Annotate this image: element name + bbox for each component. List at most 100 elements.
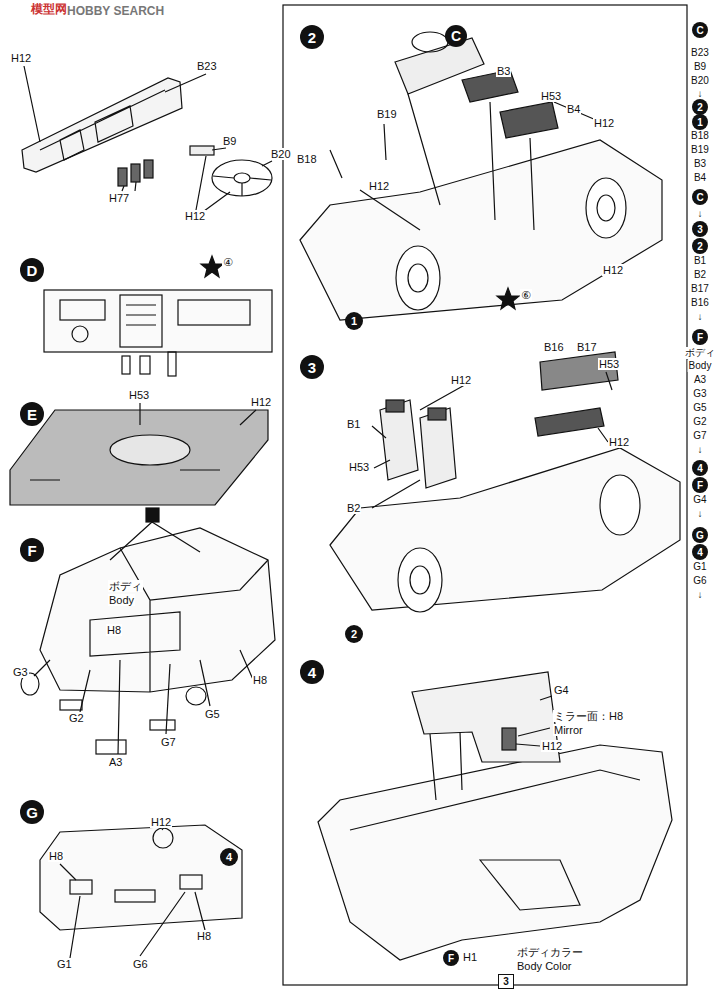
part-label: G5 — [692, 402, 707, 414]
line-art — [190, 146, 214, 155]
line-art — [428, 408, 446, 420]
page-number-box: 3 — [498, 974, 514, 989]
part-label: B19 — [376, 108, 398, 120]
line-art — [234, 173, 250, 183]
line-art — [22, 78, 182, 172]
part-label: B16 — [543, 341, 565, 353]
line-art — [34, 522, 255, 754]
step-circle: C — [445, 25, 467, 47]
step-circle: 2 — [345, 625, 363, 643]
step-circle: F — [443, 950, 459, 966]
line-art — [380, 400, 418, 480]
part-label: B23 — [196, 60, 218, 72]
part-label: H8 — [252, 674, 268, 686]
step-label: G — [696, 530, 704, 541]
part-label: B3 — [496, 65, 511, 77]
part-label: G2 — [692, 416, 707, 428]
part-label: H53 — [540, 90, 562, 102]
part-label: H8 — [48, 850, 64, 862]
line-art — [372, 372, 612, 508]
line-art — [412, 32, 448, 52]
line-art — [131, 164, 140, 182]
part-label: ↓ — [697, 444, 704, 456]
line-art — [118, 168, 127, 186]
part-label: G6 — [132, 958, 149, 970]
step-circle: 1 — [692, 114, 708, 130]
step-label: 4 — [226, 851, 232, 863]
part-label: H12 — [184, 210, 206, 222]
step-circle: 3 — [692, 221, 708, 237]
part-label: ↓ — [697, 208, 704, 220]
line-art — [350, 770, 640, 910]
line-art — [44, 290, 272, 352]
step-label: 2 — [308, 29, 316, 46]
part-group — [330, 352, 680, 612]
step-label: F — [27, 542, 36, 559]
line-art — [90, 548, 268, 692]
part-label: ↓ — [697, 311, 704, 323]
line-art — [178, 300, 250, 325]
line-art — [330, 448, 680, 610]
line-art — [110, 435, 190, 465]
part-label: B3 — [693, 158, 707, 170]
line-art — [420, 408, 456, 488]
step-circle: 2 — [692, 238, 708, 254]
part-label: B2 — [346, 502, 361, 514]
step-circle: D — [20, 258, 44, 282]
part-label: G4 — [692, 494, 707, 506]
line-art — [502, 728, 516, 750]
step-circle: 4 — [692, 544, 708, 560]
part-label: G5 — [204, 708, 221, 720]
line-art — [60, 826, 205, 958]
part-label: ↓ — [697, 508, 704, 520]
step-label: 3 — [308, 359, 316, 376]
part-label: H8 — [196, 930, 212, 942]
line-art — [330, 94, 596, 230]
line-art — [120, 295, 162, 347]
step-circle: 2 — [692, 99, 708, 115]
part-label: H8 — [106, 624, 122, 636]
line-art — [186, 687, 206, 705]
line-art — [10, 410, 268, 505]
line-art — [410, 566, 430, 594]
part-label: B20 — [270, 148, 292, 160]
part-label: Body — [108, 594, 135, 606]
part-group — [10, 403, 268, 505]
line-art — [153, 828, 173, 848]
part-group — [318, 672, 672, 960]
step-circle: 1 — [345, 312, 363, 330]
part-label: Body Color — [516, 960, 572, 972]
part-label: H53 — [598, 358, 620, 370]
step-circle: F — [692, 329, 708, 345]
part-label: ボディ — [684, 347, 714, 359]
line-art — [497, 288, 519, 309]
part-label: G4 — [553, 684, 570, 696]
line-art — [40, 825, 242, 930]
part-label: G6 — [692, 575, 707, 587]
line-art — [60, 300, 105, 320]
line-art — [30, 403, 256, 480]
part-label: A3 — [693, 374, 707, 386]
line-art — [150, 720, 175, 730]
line-art — [283, 5, 687, 985]
part-label: G2 — [68, 712, 85, 724]
part-group — [40, 825, 242, 958]
line-art — [70, 880, 92, 894]
part-label: G1 — [56, 958, 73, 970]
line-art — [140, 356, 150, 374]
line-art — [318, 745, 672, 960]
part-label: H12 — [602, 264, 624, 276]
part-label: H53 — [128, 389, 150, 401]
part-label: B9 — [222, 135, 237, 147]
part-label: G7 — [160, 736, 177, 748]
line-art — [597, 195, 615, 221]
part-label: A3 — [108, 756, 123, 768]
step-circle: C — [692, 189, 708, 205]
part-label: H12 — [150, 816, 172, 828]
step-label: 4 — [697, 463, 703, 474]
step-label: C — [451, 28, 461, 44]
part-label: ↓ — [697, 589, 704, 601]
part-label: G3 — [12, 666, 29, 678]
part-label: H12 — [541, 740, 563, 752]
part-label: B1 — [346, 418, 361, 430]
